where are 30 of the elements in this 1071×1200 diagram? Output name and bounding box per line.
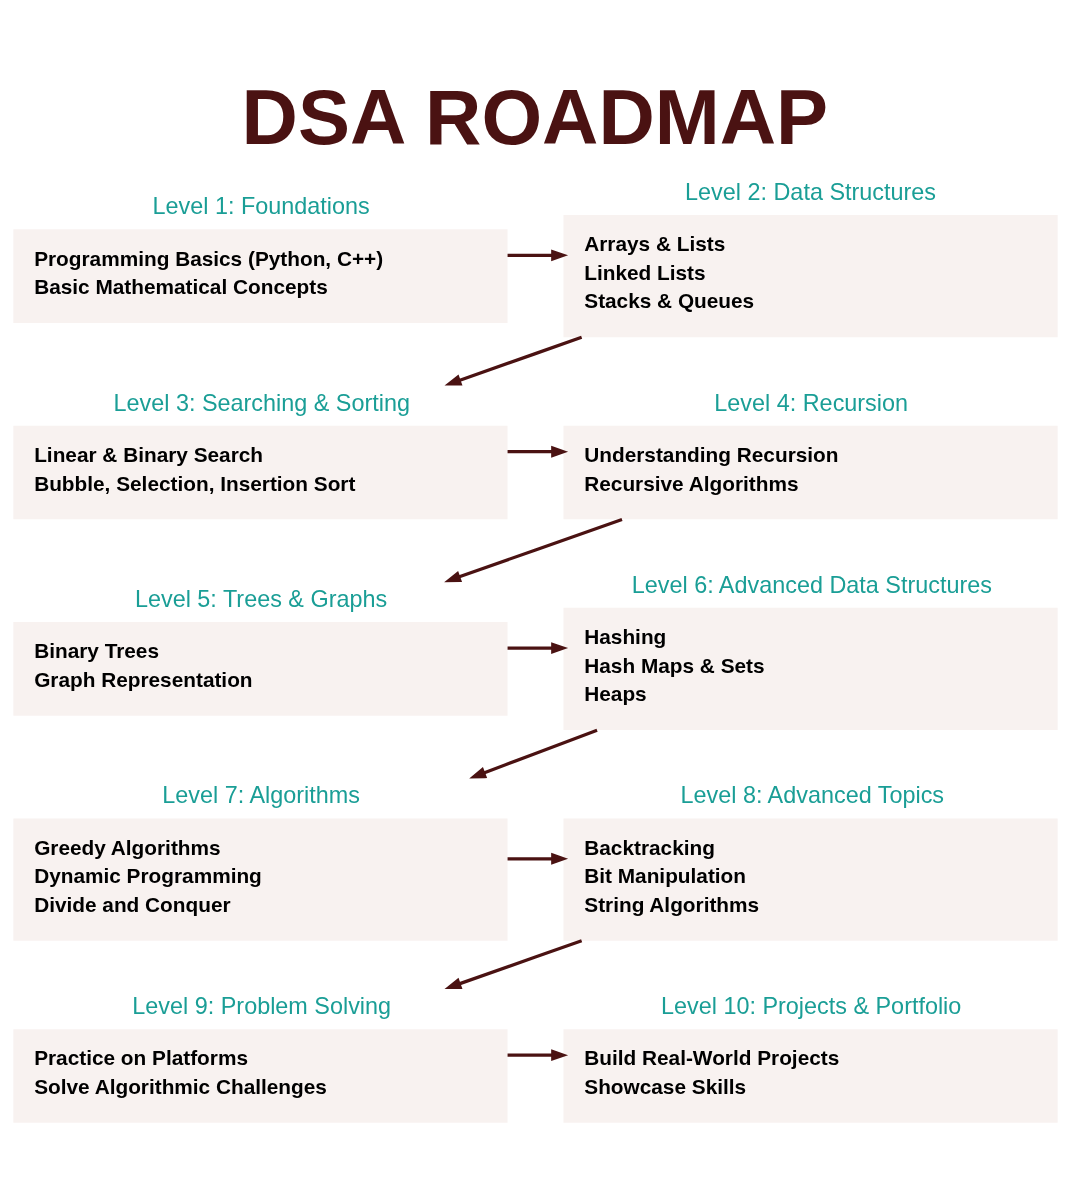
arrow	[444, 335, 583, 386]
arrow	[507, 1049, 569, 1062]
arrow	[444, 517, 623, 583]
arrow	[507, 642, 569, 655]
node-label: Level 8: Advanced Topics	[680, 782, 945, 809]
node-box: Arrays & Lists Linked Lists Stacks & Queues	[563, 215, 1058, 338]
node-label: Level 5: Trees & Graphs	[134, 586, 388, 613]
node-label: Level 7: Algorithms	[162, 782, 360, 809]
node-box: Binary Trees Graph Representation	[13, 622, 508, 716]
arrow	[507, 249, 569, 262]
diagram-title: DSA ROADMAP	[241, 72, 829, 161]
arrow	[507, 852, 569, 865]
node-label: Level 2: Data Structures	[685, 178, 936, 205]
node-box: Build Real-World Projects Showcase Skills	[563, 1029, 1058, 1123]
node-label: Level 10: Projects & Portfolio	[661, 993, 962, 1020]
arrow	[469, 728, 598, 779]
node-label: Level 6: Advanced Data Structures	[631, 571, 992, 598]
node-label: Level 1: Foundations	[152, 193, 370, 220]
node-box: Hashing Hash Maps & Sets Heaps	[563, 607, 1058, 731]
node-box: Linear & Binary Search Bubble, Selection, Insertion Sort	[13, 425, 508, 520]
arrow	[444, 939, 583, 990]
node-box: Greedy Algorithms Dynamic Programming Divide and Conquer	[13, 818, 508, 941]
node-box: Programming Basics (Python, C++) Basic Mathematical Concepts	[13, 229, 508, 323]
node-box: Backtracking Bit Manipulation String Algorithms	[563, 818, 1058, 941]
node-box: Understanding Recursion Recursive Algorithms	[563, 425, 1058, 520]
node-label: Level 4: Recursion	[714, 389, 909, 416]
node-label: Level 9: Problem Solving	[132, 993, 392, 1020]
node-box: Practice on Platforms Solve Algorithmic Challenges	[13, 1029, 508, 1123]
node-label: Level 3: Searching & Sorting	[113, 389, 410, 416]
arrow	[507, 445, 569, 458]
